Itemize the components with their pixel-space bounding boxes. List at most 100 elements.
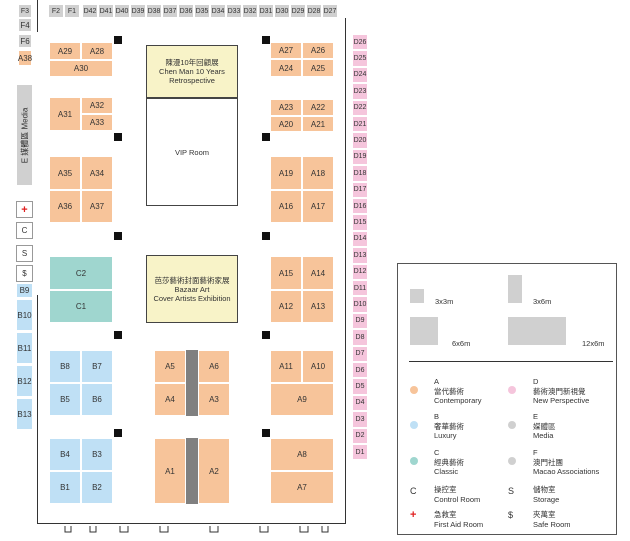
booth-d24[interactable]: D24 bbox=[352, 66, 368, 84]
booth-d29[interactable]: D29 bbox=[290, 4, 306, 18]
booth-d28[interactable]: D28 bbox=[306, 4, 322, 18]
booth-f4[interactable]: F4 bbox=[18, 18, 32, 32]
storage-room[interactable]: S bbox=[16, 245, 33, 262]
booth-d8[interactable]: D8 bbox=[352, 329, 368, 346]
booth-a6[interactable]: A6 bbox=[198, 350, 230, 383]
booth-b3[interactable]: B3 bbox=[81, 438, 113, 471]
booth-a3[interactable]: A3 bbox=[198, 383, 230, 416]
booth-d26[interactable]: D26 bbox=[352, 34, 368, 51]
booth-a23[interactable]: A23 bbox=[270, 99, 302, 116]
booth-a28[interactable]: A28 bbox=[81, 42, 113, 60]
booth-b6[interactable]: B6 bbox=[81, 383, 113, 416]
booth-d6[interactable]: D6 bbox=[352, 362, 368, 379]
media-area[interactable]: E 媒體區 Media bbox=[16, 84, 33, 186]
booth-d12[interactable]: D12 bbox=[352, 263, 368, 280]
vip-room[interactable]: VIP Room bbox=[146, 98, 238, 206]
booth-d32[interactable]: D32 bbox=[242, 4, 258, 18]
booth-a24[interactable]: A24 bbox=[270, 59, 302, 77]
booth-d40[interactable]: D40 bbox=[114, 4, 130, 18]
booth-d34[interactable]: D34 bbox=[210, 4, 226, 18]
booth-d13[interactable]: D13 bbox=[352, 247, 368, 264]
booth-d27[interactable]: D27 bbox=[322, 4, 338, 18]
booth-a21[interactable]: A21 bbox=[302, 116, 334, 132]
booth-d18[interactable]: D18 bbox=[352, 165, 368, 182]
booth-c1[interactable]: C1 bbox=[49, 290, 113, 323]
booth-d15[interactable]: D15 bbox=[352, 214, 368, 231]
booth-b7[interactable]: B7 bbox=[81, 350, 113, 383]
booth-a27[interactable]: A27 bbox=[270, 42, 302, 59]
booth-d7[interactable]: D7 bbox=[352, 345, 368, 362]
booth-a18[interactable]: A18 bbox=[302, 156, 334, 190]
booth-a12[interactable]: A12 bbox=[270, 290, 302, 323]
booth-a34[interactable]: A34 bbox=[81, 156, 113, 190]
booth-a29[interactable]: A29 bbox=[49, 42, 81, 60]
booth-d30[interactable]: D30 bbox=[274, 4, 290, 18]
booth-a37[interactable]: A37 bbox=[81, 190, 113, 223]
booth-d35[interactable]: D35 bbox=[194, 4, 210, 18]
booth-a1[interactable]: A1 bbox=[154, 438, 186, 504]
booth-a17[interactable]: A17 bbox=[302, 190, 334, 223]
booth-d39[interactable]: D39 bbox=[130, 4, 146, 18]
booth-a4[interactable]: A4 bbox=[154, 383, 186, 416]
bazaar-art-exhibition[interactable]: 芭莎藝術封面藝術家展 Bazaar Art Cover Artists Exhi… bbox=[146, 255, 238, 323]
booth-a13[interactable]: A13 bbox=[302, 290, 334, 323]
booth-d1[interactable]: D1 bbox=[352, 444, 368, 461]
control-room[interactable]: C bbox=[16, 222, 33, 239]
booth-a32[interactable]: A32 bbox=[81, 97, 113, 114]
booth-a20[interactable]: A20 bbox=[270, 116, 302, 132]
booth-a38[interactable]: A38 bbox=[18, 50, 32, 66]
booth-f2[interactable]: F2 bbox=[48, 4, 64, 18]
booth-f3[interactable]: F3 bbox=[18, 4, 32, 18]
booth-a22[interactable]: A22 bbox=[302, 99, 334, 116]
booth-a31[interactable]: A31 bbox=[49, 97, 81, 131]
booth-f6[interactable]: F6 bbox=[18, 34, 32, 48]
booth-d31[interactable]: D31 bbox=[258, 4, 274, 18]
booth-f1[interactable]: F1 bbox=[64, 4, 80, 18]
safe-room[interactable]: $ bbox=[16, 265, 33, 282]
booth-a11[interactable]: A11 bbox=[270, 350, 302, 383]
booth-c2[interactable]: C2 bbox=[49, 256, 113, 290]
booth-a14[interactable]: A14 bbox=[302, 256, 334, 290]
booth-a7[interactable]: A7 bbox=[270, 471, 334, 504]
booth-d23[interactable]: D23 bbox=[352, 83, 368, 100]
booth-d42[interactable]: D42 bbox=[82, 4, 98, 18]
booth-d4[interactable]: D4 bbox=[352, 394, 368, 412]
booth-a25[interactable]: A25 bbox=[302, 59, 334, 77]
booth-a36[interactable]: A36 bbox=[49, 190, 81, 223]
booth-d16[interactable]: D16 bbox=[352, 198, 368, 215]
booth-a19[interactable]: A19 bbox=[270, 156, 302, 190]
booth-d20[interactable]: D20 bbox=[352, 132, 368, 149]
booth-a33[interactable]: A33 bbox=[81, 114, 113, 131]
booth-d2[interactable]: D2 bbox=[352, 427, 368, 444]
booth-d37[interactable]: D37 bbox=[162, 4, 178, 18]
booth-d14[interactable]: D14 bbox=[352, 230, 368, 248]
booth-d33[interactable]: D33 bbox=[226, 4, 242, 18]
booth-d22[interactable]: D22 bbox=[352, 99, 368, 116]
booth-a26[interactable]: A26 bbox=[302, 42, 334, 59]
booth-b5[interactable]: B5 bbox=[49, 383, 81, 416]
booth-b12[interactable]: B12 bbox=[16, 365, 33, 397]
booth-b11[interactable]: B11 bbox=[16, 332, 33, 364]
booth-b4[interactable]: B4 bbox=[49, 438, 81, 471]
booth-d3[interactable]: D3 bbox=[352, 411, 368, 428]
booth-d25[interactable]: D25 bbox=[352, 50, 368, 67]
booth-b1[interactable]: B1 bbox=[49, 471, 81, 504]
booth-d21[interactable]: D21 bbox=[352, 116, 368, 133]
booth-d38[interactable]: D38 bbox=[146, 4, 162, 18]
booth-d10[interactable]: D10 bbox=[352, 296, 368, 313]
booth-a30[interactable]: A30 bbox=[49, 60, 113, 77]
booth-a10[interactable]: A10 bbox=[302, 350, 334, 383]
booth-a2[interactable]: A2 bbox=[198, 438, 230, 504]
booth-a15[interactable]: A15 bbox=[270, 256, 302, 290]
booth-a5[interactable]: A5 bbox=[154, 350, 186, 383]
booth-a35[interactable]: A35 bbox=[49, 156, 81, 190]
booth-d11[interactable]: D11 bbox=[352, 280, 368, 297]
booth-a8[interactable]: A8 bbox=[270, 438, 334, 471]
booth-d36[interactable]: D36 bbox=[178, 4, 194, 18]
booth-a16[interactable]: A16 bbox=[270, 190, 302, 223]
booth-b10[interactable]: B10 bbox=[16, 299, 33, 331]
booth-d17[interactable]: D17 bbox=[352, 181, 368, 198]
booth-b9[interactable]: B9 bbox=[16, 283, 33, 298]
booth-b2[interactable]: B2 bbox=[81, 471, 113, 504]
booth-d41[interactable]: D41 bbox=[98, 4, 114, 18]
